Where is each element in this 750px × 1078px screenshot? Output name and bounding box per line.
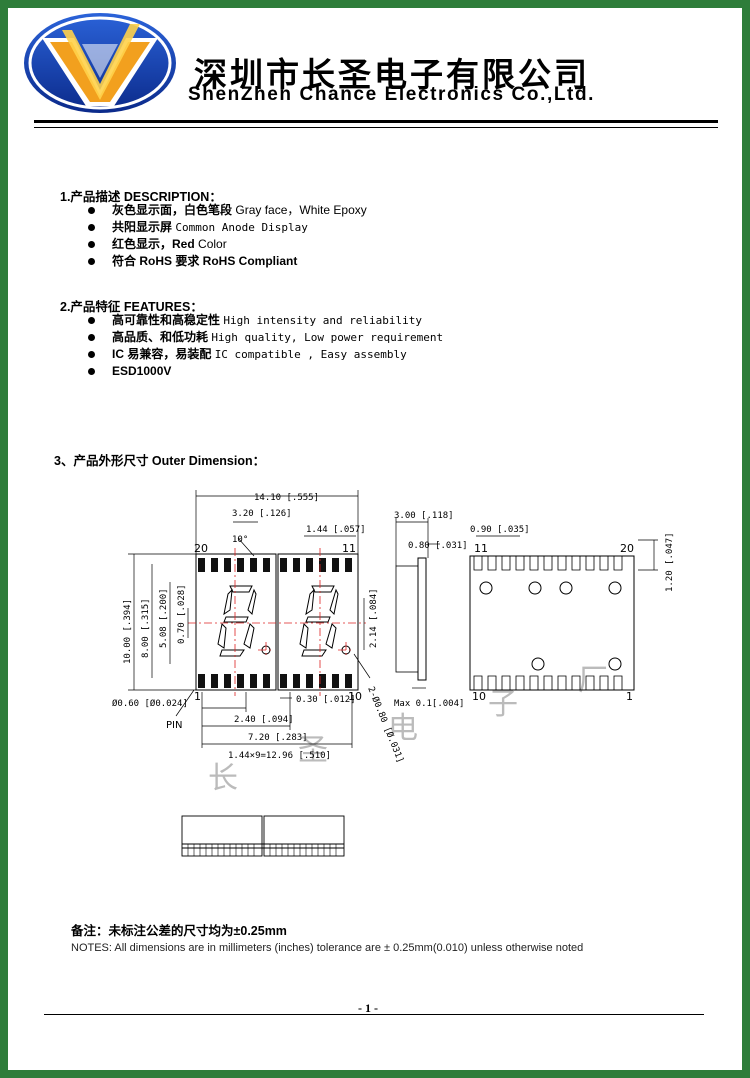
dim-max-tolerance: Max 0.1[.004] xyxy=(394,699,464,709)
pin-label-1: 1 xyxy=(194,690,201,703)
pin-label-20: 20 xyxy=(194,542,208,555)
datasheet-page: 深圳市长圣电子有限公司 ShenZhen Chance Electronics … xyxy=(8,8,742,1070)
watermark-char-0: 长 xyxy=(208,761,238,796)
dim-pad-length: 1.20 [.047] xyxy=(665,532,675,592)
dim-slant-angle: 10° xyxy=(232,535,248,545)
notes-en: NOTES: All dimensions are in millimeters… xyxy=(71,942,584,954)
list-item: IC 易兼容，易装配 IC compatible , Easy assembly xyxy=(88,346,443,363)
outer-dimension-drawing: 长 圣 电 子 厂 xyxy=(112,490,675,857)
company-name-cn: 深圳市长圣电子有限公司 xyxy=(194,55,590,94)
notes-cn: 备注：未标注公差的尺寸均为±0.25mm xyxy=(71,924,287,938)
company-name-en: ShenZhen Chance Electronics Co.,Ltd. xyxy=(188,84,596,105)
side-view xyxy=(395,518,440,689)
watermark-char-2: 电 xyxy=(388,711,418,746)
watermark-char-3: 子 xyxy=(488,687,518,722)
section-description-title: 1.产品描述 DESCRIPTION： xyxy=(60,190,222,204)
list-item: 高品质、和低功耗 High quality, Low power require… xyxy=(88,329,443,346)
header-rule xyxy=(34,120,718,123)
dim-pin-spacing: 2.40 [.094] xyxy=(234,715,294,725)
pin-label-back-10: 10 xyxy=(472,690,486,703)
description-list: 灰色显示面，白色笔段 Gray face，White Epoxy 共阳显示屏 C… xyxy=(88,202,367,270)
bullet-icon xyxy=(88,317,95,324)
pin-label-10: 10 xyxy=(348,690,362,703)
header-rule-thin xyxy=(34,127,718,128)
section-dimension-title: 3、产品外形尺寸 Outer Dimension： xyxy=(54,454,266,468)
footer-rule xyxy=(44,1014,704,1015)
pin-label-back-20: 20 xyxy=(620,542,634,555)
bullet-icon xyxy=(88,258,95,265)
list-item: 符合 RoHS 要求 RoHS Compliant xyxy=(88,253,367,270)
watermark-char-1: 圣 xyxy=(298,733,328,768)
side-view-labels: 3.00 [.118] 0.80 [.031] Max 0.1[.004] xyxy=(394,511,468,709)
pin-callout: PIN xyxy=(166,720,182,731)
pin-label-back-1: 1 xyxy=(626,690,633,703)
watermark: 长 圣 电 子 厂 xyxy=(208,663,608,796)
list-item: 灰色显示面，白色笔段 Gray face，White Epoxy xyxy=(88,202,367,219)
dim-overall-width: 14.10 [.555] xyxy=(254,493,319,503)
dim-pin-row: 1.44×9=12.96 [.510] xyxy=(228,751,331,761)
back-view-labels: 0.90 [.035] 11 20 10 1 1.20 [.047] xyxy=(470,525,675,703)
dim-pin-diameter: Ø0.60 [Ø0.024] xyxy=(112,698,188,709)
pin-label-back-11: 11 xyxy=(474,542,488,555)
company-logo xyxy=(24,13,176,113)
bullet-icon xyxy=(88,334,95,341)
list-item: 高可靠性和高稳定性 High intensity and reliability xyxy=(88,312,443,329)
bullet-icon xyxy=(88,241,95,248)
dim-digit-pitch: 7.20 [.283] xyxy=(248,733,308,743)
front-view-labels: 14.10 [.555] 3.20 [.126] 10° 1.44 [.057]… xyxy=(112,493,406,764)
dim-segment-width: 0.70 [.028] xyxy=(177,584,187,644)
list-item: 红色显示，Red Color xyxy=(88,236,367,253)
dim-segment-pitch: 3.20 [.126] xyxy=(232,509,292,519)
dim-height: 10.00 [.394] xyxy=(123,599,133,664)
dim-face-thickness: 0.80 [.031] xyxy=(408,541,468,551)
dim-pad-width: 0.30 [.012] xyxy=(296,695,356,705)
pin-label-11: 11 xyxy=(342,542,356,555)
bullet-icon xyxy=(88,351,95,358)
bullet-icon xyxy=(88,207,95,214)
dim-digit-inner: 5.08 [.200] xyxy=(159,588,169,648)
dim-pin-pitch: 1.44 [.057] xyxy=(306,525,366,535)
bullet-icon xyxy=(88,224,95,231)
dim-digit-height: 8.00 [.315] xyxy=(141,598,151,658)
bottom-view xyxy=(181,815,345,857)
front-view xyxy=(128,490,371,748)
dim-dp-offset: 2.14 [.084] xyxy=(369,588,379,648)
watermark-char-4: 厂 xyxy=(578,663,608,698)
dim-depth: 3.00 [.118] xyxy=(394,511,454,521)
section-features-title: 2.产品特征 FEATURES： xyxy=(60,300,203,314)
back-view xyxy=(469,535,658,691)
list-item: 共阳显示屏 Common Anode Display xyxy=(88,219,367,236)
list-item: ESD1000V xyxy=(88,363,443,380)
page-number: - 1 - xyxy=(358,1001,378,1015)
bullet-icon xyxy=(88,368,95,375)
features-list: 高可靠性和高稳定性 High intensity and reliability… xyxy=(88,312,443,380)
dim-pad-pitch: 0.90 [.035] xyxy=(470,525,530,535)
